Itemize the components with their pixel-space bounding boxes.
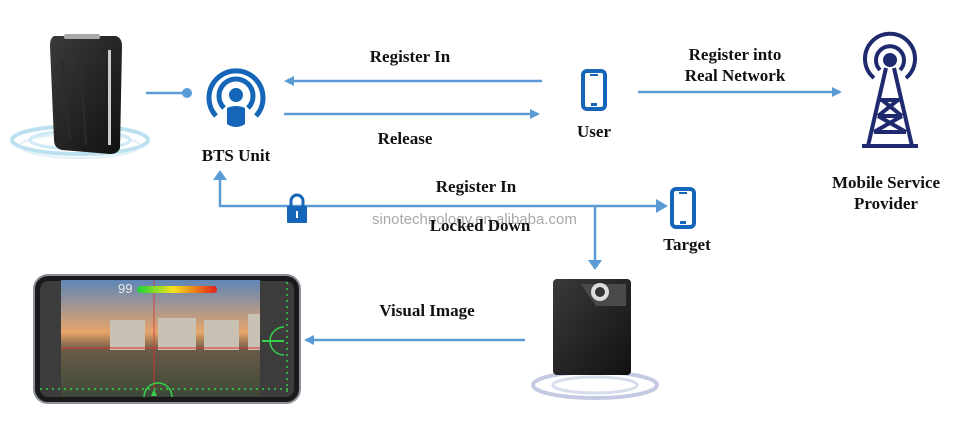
camera-device-image — [531, 279, 659, 400]
arrow-locked-path — [218, 176, 664, 208]
bts-device-image — [10, 34, 150, 159]
locked-down-label: Locked Down — [429, 216, 531, 235]
register-real-network-label-2: Real Network — [684, 66, 786, 85]
smartphone-icon — [581, 69, 607, 111]
user-label: User — [577, 122, 611, 141]
smartphone-icon — [670, 187, 696, 229]
register-real-network-label-1: Register into — [688, 45, 782, 64]
phone-display-image — [33, 274, 301, 404]
visual-image-label: Visual Image — [379, 301, 475, 320]
connector-dot — [182, 88, 192, 98]
arrow-head-target — [656, 199, 668, 213]
watermark: sinotechnology.en.alibaba.com — [372, 211, 577, 228]
register-in-target-label: Register In — [435, 177, 517, 196]
cell-tower-icon — [862, 31, 918, 148]
arrow-head-up — [213, 170, 227, 180]
register-in-label: Register In — [369, 47, 451, 66]
arrow-head-camera — [588, 260, 602, 270]
hud-value: 99 — [118, 281, 133, 296]
release-label: Release — [377, 129, 433, 148]
provider-label-2: Provider — [854, 194, 918, 213]
provider-label-1: Mobile Service — [831, 173, 941, 192]
podcast-broadcast-person-icon — [206, 68, 266, 127]
lock-icon — [287, 193, 307, 223]
target-label: Target — [663, 235, 711, 254]
bts-unit-label: BTS Unit — [201, 146, 271, 165]
